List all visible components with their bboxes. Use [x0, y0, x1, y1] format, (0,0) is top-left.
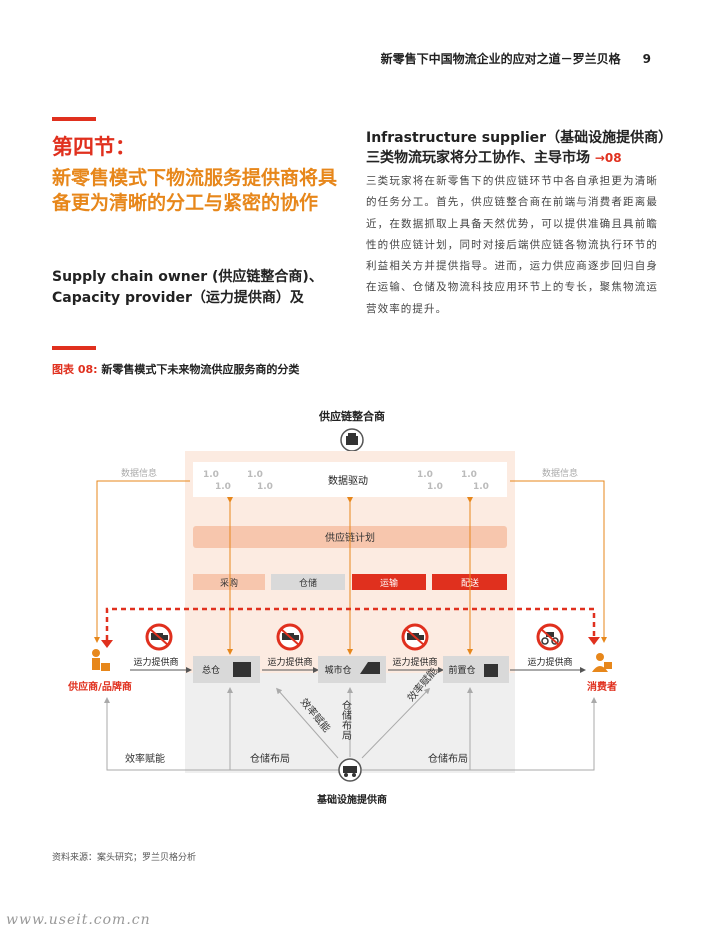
figure-label-prefix: 图表 08:: [52, 363, 98, 376]
red-dashed-flow: [105, 607, 596, 640]
data-info-left-line: [94, 480, 190, 643]
data-icon-6: 1.0: [427, 482, 443, 492]
data-flow-arrows: [227, 497, 473, 655]
main-warehouse: 总仓: [193, 656, 260, 683]
capacity-label-2: 运力提供商: [267, 656, 312, 668]
figure-ref-link[interactable]: →08: [594, 151, 622, 165]
right-title-line1: Infrastructure supplier（基础设施提供商）: [366, 130, 673, 146]
data-info-right-line: [510, 480, 607, 643]
figure-label-text: 新零售模式下未来物流供应服务商的分类: [101, 363, 300, 376]
capacity-label-1: 运力提供商: [133, 656, 178, 668]
capacity-label-3: 运力提供商: [392, 656, 437, 668]
supply-chain-owner-icon: [340, 428, 364, 452]
infra-icon: [338, 758, 362, 782]
storage-layout-vertical-label: 仓储布局: [340, 699, 352, 741]
eff-enable-left-label: 效率赋能: [125, 752, 165, 765]
data-icon-4: 1.0: [257, 482, 273, 492]
infra-arrows: [104, 687, 597, 771]
data-icon-2: 1.0: [215, 482, 231, 492]
main-warehouse-label: 总仓: [202, 664, 220, 676]
right-body: 三类玩家将在新零售下的供应链环节中各自承担更为清晰的任务分工。首先，供应链整合商…: [366, 175, 658, 315]
consumer-label: 消费者: [587, 680, 617, 693]
data-info-right-label: 数据信息: [542, 467, 578, 479]
storage-layout-left-label: 仓储布局: [250, 752, 290, 765]
section-heading: 第四节：: [52, 135, 136, 159]
supplier-label: 供应商/品牌商: [67, 680, 132, 693]
front-warehouse-icon: [484, 664, 498, 677]
section-title: 新零售模式下物流服务提供商将具备更为清晰的分工与紧密的协作: [52, 167, 338, 214]
city-warehouse: 城市仓: [318, 656, 386, 683]
data-driven-label: 数据驱动: [328, 474, 368, 487]
data-icon-8: 1.0: [473, 482, 489, 492]
section-subtitle: Supply chain owner (供应链整合商)、Capacity pro…: [52, 269, 323, 306]
data-icon-1: 1.0: [203, 470, 219, 480]
warehouse-icon: [233, 662, 251, 677]
transport-box: [352, 574, 426, 590]
figure-label: 图表 08: 新零售模式下未来物流供应服务商的分类: [52, 361, 299, 377]
transport-label: 运输: [380, 577, 398, 589]
section-accent-bar: [52, 117, 96, 121]
truck-icon-3: [401, 623, 429, 651]
storage-layout-right-label: 仓储布局: [428, 752, 468, 765]
right-title: Infrastructure supplier（基础设施提供商） 三类物流玩家将…: [366, 128, 673, 168]
supplier-icon: [92, 649, 110, 671]
right-title-line2-text: 三类物流玩家将分工协作、主导市场: [366, 150, 590, 166]
infra-label: 基础设施提供商: [316, 793, 387, 806]
data-icon-7: 1.0: [461, 470, 477, 480]
capacity-label-4: 运力提供商: [527, 656, 572, 668]
header-title-text: 新零售下中国物流企业的应对之道－罗兰贝格: [380, 52, 621, 66]
data-driven-box: [193, 462, 507, 497]
data-pattern-icons: 1.0 1.0 1.0 1.0 1.0 1.0 1.0 1.0: [203, 470, 489, 492]
data-info-left-label: 数据信息: [121, 467, 157, 479]
city-warehouse-icon: [360, 662, 380, 674]
front-warehouse: 前置仓: [443, 656, 509, 683]
supply-chain-owner-label: 供应链整合商: [318, 409, 385, 423]
storage-box: [271, 574, 345, 590]
city-warehouse-label: 城市仓: [324, 664, 351, 676]
front-warehouse-label: 前置仓: [448, 664, 475, 676]
watermark: www.useit.com.cn: [6, 912, 151, 928]
red-dash-arrow-right: [588, 637, 600, 645]
data-icon-3: 1.0: [247, 470, 263, 480]
source-note: 资料来源：案头研究；罗兰贝格分析: [52, 853, 197, 863]
right-title-line2: 三类物流玩家将分工协作、主导市场 →08: [366, 148, 666, 168]
page-number: 9: [642, 52, 651, 66]
procurement-label: 采购: [220, 577, 238, 589]
consumer-icon: [592, 653, 612, 672]
bike-icon-4: [536, 623, 564, 651]
truck-icon-1: [145, 623, 173, 651]
figure-accent-bar: [52, 346, 96, 350]
header-title: 新零售下中国物流企业的应对之道－罗兰贝格 9: [381, 50, 651, 67]
data-icon-5: 1.0: [417, 470, 433, 480]
truck-icon-2: [276, 623, 304, 651]
red-dash-arrow-left: [101, 640, 113, 648]
storage-label: 仓储: [299, 577, 317, 589]
